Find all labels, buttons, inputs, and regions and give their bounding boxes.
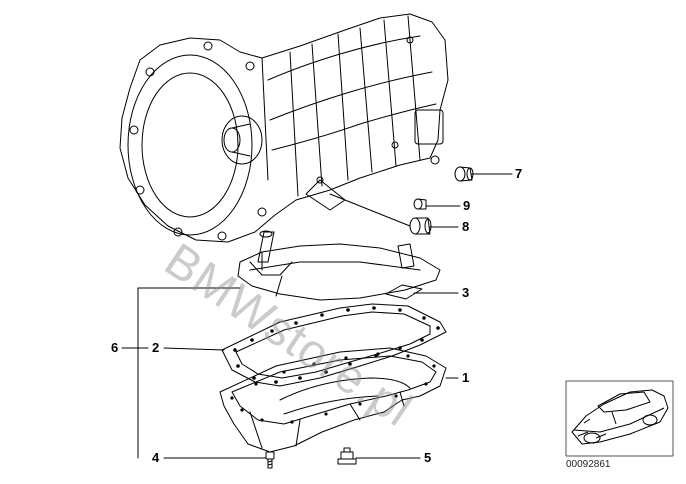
- part-8-plug: [409, 217, 432, 235]
- housing-bolts: [129, 36, 440, 241]
- part-9-plug: [413, 198, 427, 210]
- part-7-plug: [454, 166, 474, 182]
- callout-1: 1: [462, 370, 470, 385]
- callout-7: 7: [515, 166, 523, 181]
- thumbnail-code: 00092861: [566, 459, 611, 470]
- callout-8: 8: [462, 219, 470, 234]
- oil-filter: [237, 230, 441, 301]
- part-1-oil-pan: [219, 347, 447, 453]
- callout-3: 3: [462, 285, 470, 300]
- car-thumbnail: [565, 380, 674, 457]
- callout-6: 6: [111, 340, 119, 355]
- part-4-bolt: [265, 451, 275, 469]
- callout-5: 5: [424, 450, 432, 465]
- transmission-housing: [119, 13, 449, 243]
- part-5-drain-plug: [337, 447, 357, 465]
- callout-9: 9: [463, 198, 471, 213]
- leader-lines: [121, 173, 513, 459]
- part-3-gasket: [385, 284, 423, 300]
- callout-4: 4: [152, 450, 160, 465]
- callout-2: 2: [152, 340, 160, 355]
